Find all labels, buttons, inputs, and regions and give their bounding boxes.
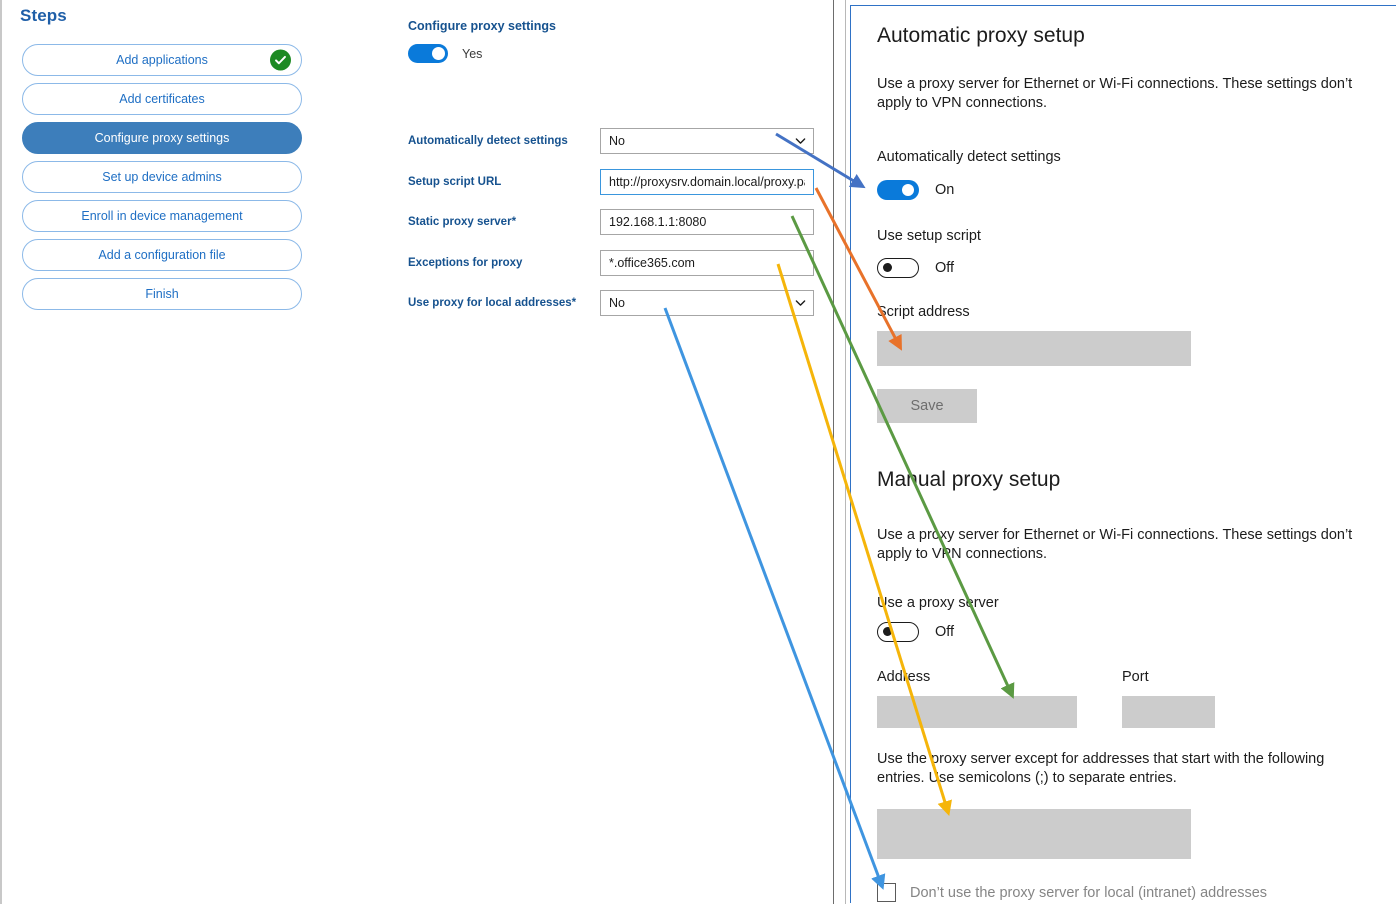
chevron-down-icon [795, 298, 806, 309]
step-finish[interactable]: Finish [22, 278, 302, 310]
step-label: Configure proxy settings [94, 131, 230, 145]
step-configure-proxy-settings[interactable]: Configure proxy settings [22, 122, 302, 154]
step-label: Finish [145, 287, 179, 301]
panel-divider-dark [833, 0, 834, 904]
input-value: http://proxysrv.domain.local/proxy.pa [609, 175, 805, 189]
steps-panel: Steps Add applications Add certificates … [2, 0, 332, 904]
field-label-text: Use proxy for local addresses [408, 297, 572, 309]
proxy-form-panel: Configure proxy settings Yes Automatical… [332, 0, 832, 904]
exceptions-description: Use the proxy server except for addresse… [877, 751, 1325, 787]
step-label: Set up device admins [102, 170, 222, 184]
automatic-proxy-setup-heading: Automatic proxy setup [877, 24, 1085, 47]
use-a-proxy-server-state: Off [935, 624, 955, 640]
field-label: Setup script URL [408, 176, 600, 188]
use-setup-script-toggle-row: Off [877, 258, 954, 278]
auto-detect-settings-toggle[interactable] [877, 180, 919, 200]
field-automatically-detect-settings: Automatically detect settings No [408, 128, 818, 154]
static-proxy-server-input[interactable]: 192.168.1.1:8080 [600, 209, 814, 235]
field-label-text: Setup script URL [408, 176, 502, 188]
step-set-up-device-admins[interactable]: Set up device admins [22, 161, 302, 193]
toggle-knob [883, 263, 892, 272]
bypass-local-addresses-checkbox[interactable] [877, 883, 896, 902]
toggle-knob [432, 47, 445, 60]
address-label: Address [877, 669, 931, 685]
field-label: Static proxy server* [408, 216, 600, 228]
auto-detect-settings-state: On [935, 182, 955, 198]
bypass-local-addresses-label: Don’t use the proxy server for local (in… [910, 884, 1268, 901]
use-proxy-for-local-addresses-select[interactable]: No [600, 290, 814, 316]
field-use-proxy-for-local-addresses: Use proxy for local addresses* No [408, 290, 818, 316]
chevron-down-icon [795, 136, 806, 147]
port-input[interactable] [1122, 696, 1215, 728]
address-input[interactable] [877, 696, 1077, 728]
select-value: No [609, 134, 625, 148]
input-value: *.office365.com [609, 256, 695, 270]
field-label: Use proxy for local addresses* [408, 297, 600, 309]
port-label: Port [1122, 669, 1149, 685]
select-value: No [609, 296, 625, 310]
field-label: Exceptions for proxy [408, 257, 600, 269]
step-label: Add certificates [119, 92, 205, 106]
use-setup-script-toggle[interactable] [877, 258, 919, 278]
field-label-text: Exceptions for proxy [408, 257, 523, 269]
automatic-proxy-description: Use a proxy server for Ethernet or Wi-Fi… [877, 76, 1353, 112]
bypass-local-addresses-row: Don’t use the proxy server for local (in… [877, 883, 1267, 902]
step-add-applications[interactable]: Add applications [22, 44, 302, 76]
window-left-border [0, 0, 2, 904]
windows-proxy-settings-panel: Automatic proxy setup Use a proxy server… [850, 5, 1396, 903]
panel-divider-light [845, 0, 846, 904]
toggle-knob [902, 184, 914, 196]
exceptions-input[interactable] [877, 809, 1191, 859]
steps-title: Steps [20, 6, 67, 25]
step-label: Add applications [116, 53, 208, 67]
field-required-mark: * [511, 216, 517, 228]
form-section-title: Configure proxy settings [408, 19, 556, 33]
use-a-proxy-server-label: Use a proxy server [877, 595, 999, 611]
step-add-certificates[interactable]: Add certificates [22, 83, 302, 115]
field-static-proxy-server: Static proxy server* 192.168.1.1:8080 [408, 209, 818, 235]
configure-proxy-toggle-row: Yes [408, 44, 482, 63]
step-add-a-configuration-file[interactable]: Add a configuration file [22, 239, 302, 271]
automatically-detect-settings-select[interactable]: No [600, 128, 814, 154]
use-setup-script-label: Use setup script [877, 228, 981, 244]
configure-proxy-toggle[interactable] [408, 44, 448, 63]
field-label: Automatically detect settings [408, 135, 600, 147]
field-label-text: Automatically detect settings [408, 135, 568, 147]
save-button[interactable]: Save [877, 389, 977, 423]
auto-detect-settings-label: Automatically detect settings [877, 149, 1061, 165]
toggle-knob [883, 627, 892, 636]
step-enroll-in-device-management[interactable]: Enroll in device management [22, 200, 302, 232]
step-label: Enroll in device management [81, 209, 243, 223]
use-setup-script-state: Off [935, 260, 955, 276]
configure-proxy-toggle-label: Yes [462, 46, 483, 61]
script-address-label: Script address [877, 304, 970, 320]
steps-list: Add applications Add certificates Config… [22, 44, 302, 317]
field-label-text: Static proxy server [408, 216, 512, 228]
field-exceptions-for-proxy: Exceptions for proxy *.office365.com [408, 250, 818, 276]
field-setup-script-url: Setup script URL http://proxysrv.domain.… [408, 169, 818, 195]
manual-proxy-setup-heading: Manual proxy setup [877, 468, 1061, 491]
input-value: 192.168.1.1:8080 [609, 215, 707, 229]
manual-proxy-description: Use a proxy server for Ethernet or Wi-Fi… [877, 527, 1353, 563]
check-icon [270, 49, 291, 71]
step-label: Add a configuration file [98, 248, 226, 262]
auto-detect-settings-toggle-row: On [877, 180, 954, 200]
script-address-input[interactable] [877, 331, 1191, 366]
use-a-proxy-server-toggle[interactable] [877, 622, 919, 642]
setup-script-url-input[interactable]: http://proxysrv.domain.local/proxy.pa [600, 169, 814, 195]
field-required-mark: * [571, 297, 577, 309]
use-a-proxy-server-toggle-row: Off [877, 622, 954, 642]
exceptions-for-proxy-input[interactable]: *.office365.com [600, 250, 814, 276]
